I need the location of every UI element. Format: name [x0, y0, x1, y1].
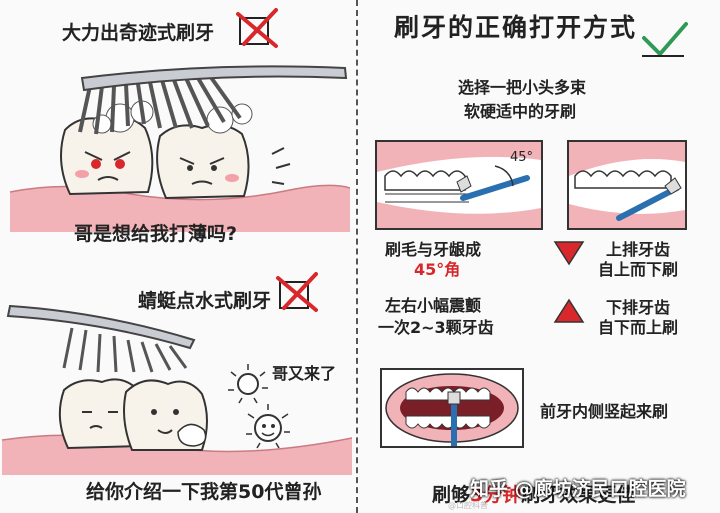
- bottom-tip: 刷够3分钟刷牙效果更佳: [432, 480, 635, 507]
- bottom-tip-prefix: 刷够: [432, 484, 471, 506]
- upper-line2: 自上而下刷: [598, 260, 679, 279]
- upper-teeth-illustration: [567, 140, 687, 230]
- vibrate-line2: 一次2~3颗牙齿: [378, 318, 494, 337]
- angle-45-illustration: [375, 140, 543, 230]
- vibrate-line1: 左右小幅震颤: [385, 296, 482, 315]
- wrong-method-2-caption: 给你介绍一下我第50代曾孙: [86, 481, 322, 503]
- inner-teeth-illustration: [380, 368, 524, 448]
- correct-method-title: 刷牙的正确打开方式: [394, 13, 638, 42]
- wrong-method-1-caption: 哥是想给我打薄吗?: [74, 223, 238, 245]
- choose-brush-line2: 软硬适中的牙刷: [464, 102, 577, 121]
- light-brushing-illustration: [2, 304, 352, 475]
- aggressive-brushing-illustration: [10, 65, 350, 232]
- step1-line1: 刷毛与牙龈成: [385, 240, 482, 259]
- lower-line2: 自下而上刷: [598, 318, 679, 337]
- wrong-method-1-title: 大力出奇迹式刷牙: [62, 22, 215, 44]
- wrong-cross-icon-2: [276, 272, 318, 312]
- step1-line2: 45°角: [414, 260, 461, 279]
- bottom-tip-suffix: 刷牙效果更佳: [521, 484, 636, 506]
- lower-line1: 下排牙齿: [606, 298, 671, 317]
- germ-speech-bubble: 哥又来了: [272, 364, 337, 383]
- inner-line: 前牙内侧竖起来刷: [540, 402, 669, 421]
- wrong-cross-icon: [236, 8, 278, 48]
- upper-line1: 上排牙齿: [606, 240, 671, 259]
- check-icon: [642, 22, 688, 57]
- watermark-text: 知乎 @廊坊济民口腔医院: [470, 478, 686, 500]
- wrong-method-2-title: 蜻蜓点水式刷牙: [138, 290, 272, 312]
- arrow-down-icon: [553, 241, 585, 266]
- watermark-small: @口腔科普: [448, 501, 488, 510]
- center-divider: [356, 0, 358, 513]
- arrow-up-icon: [553, 298, 585, 323]
- bottom-tip-duration: 3分钟: [470, 484, 522, 506]
- choose-brush-line1: 选择一把小头多束: [458, 78, 587, 97]
- angle-label: 45°: [510, 150, 534, 165]
